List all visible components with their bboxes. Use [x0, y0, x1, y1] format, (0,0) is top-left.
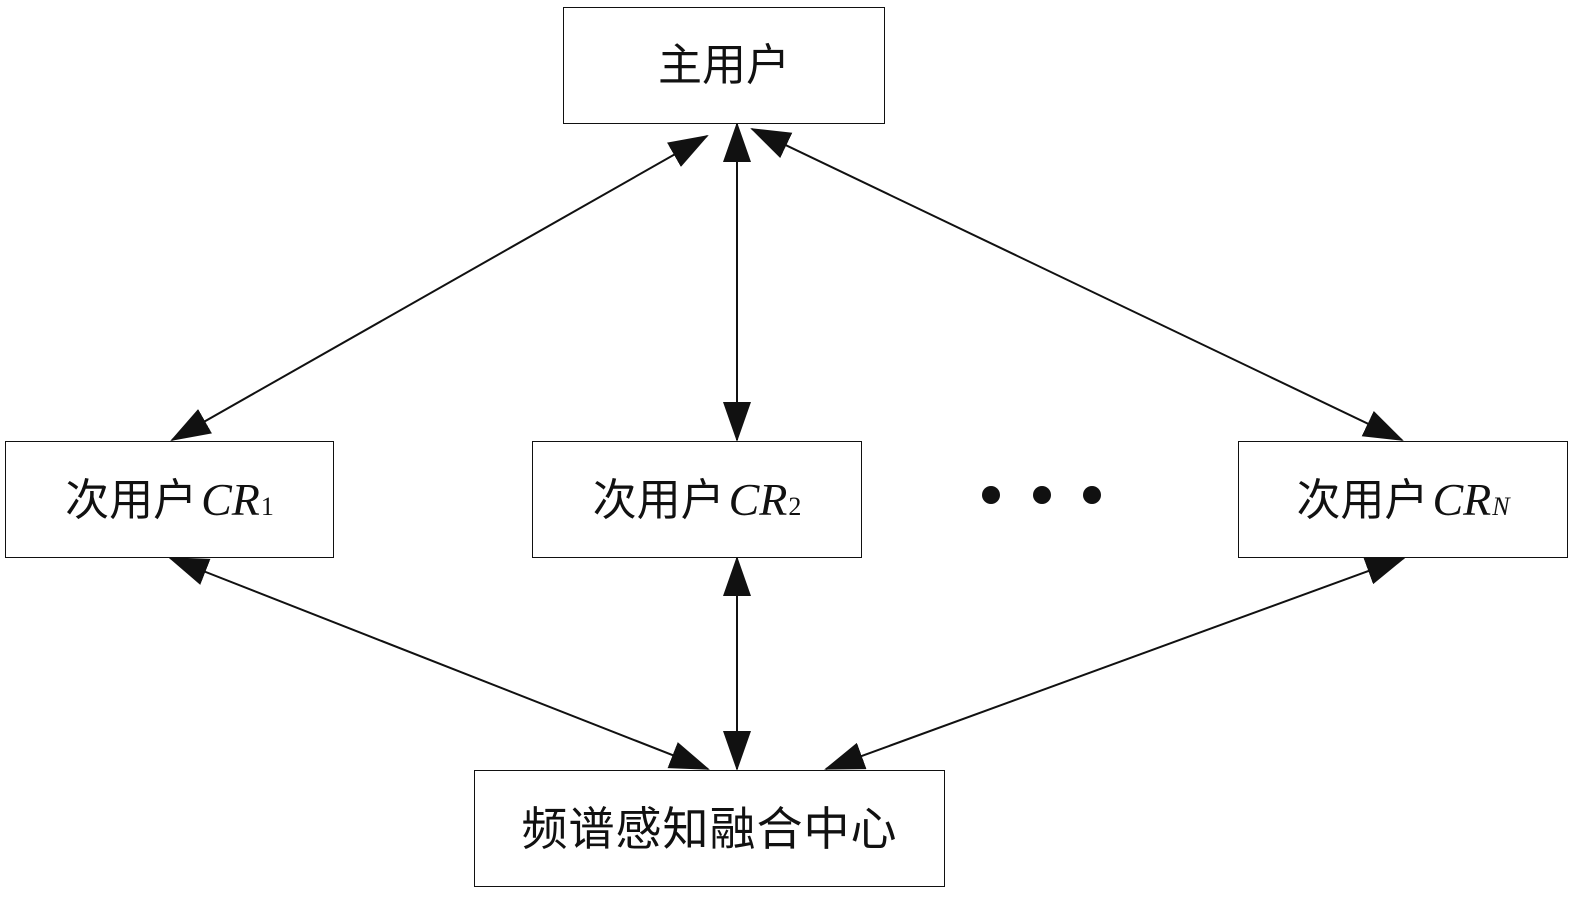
secondary-user-box-cr2: 次用户 CR 2	[532, 441, 862, 558]
secondary-user-prefix: 次用户	[65, 479, 197, 523]
arrow-primary-cr1	[172, 136, 707, 440]
secondary-user-box-crn: 次用户 CR N	[1238, 441, 1568, 558]
ellipsis-dot	[1033, 486, 1051, 504]
ellipsis-dots	[982, 486, 1101, 504]
secondary-user-label: 次用户 CR 1	[65, 477, 274, 523]
secondary-user-id: CR	[729, 477, 788, 523]
ellipsis-dot	[982, 486, 1000, 504]
secondary-user-id: CR	[1432, 477, 1491, 523]
ellipsis-dot	[1083, 486, 1101, 504]
arrow-crn-fusion	[826, 558, 1404, 769]
primary-user-label: 主用户	[658, 44, 790, 88]
arrow-primary-crn	[752, 129, 1402, 440]
secondary-user-label: 次用户 CR N	[1296, 477, 1509, 523]
fusion-center-label: 频谱感知融合中心	[522, 806, 898, 852]
secondary-user-subscript: N	[1492, 494, 1509, 520]
fusion-center-box: 频谱感知融合中心	[474, 770, 945, 887]
secondary-user-id: CR	[201, 477, 260, 523]
primary-user-box: 主用户	[563, 7, 885, 124]
arrow-cr1-fusion	[170, 558, 708, 769]
secondary-user-prefix: 次用户	[1296, 479, 1428, 523]
secondary-user-label: 次用户 CR 2	[593, 477, 802, 523]
secondary-user-subscript: 2	[788, 494, 801, 520]
secondary-user-prefix: 次用户	[593, 479, 725, 523]
secondary-user-subscript: 1	[261, 494, 274, 520]
secondary-user-box-cr1: 次用户 CR 1	[5, 441, 334, 558]
